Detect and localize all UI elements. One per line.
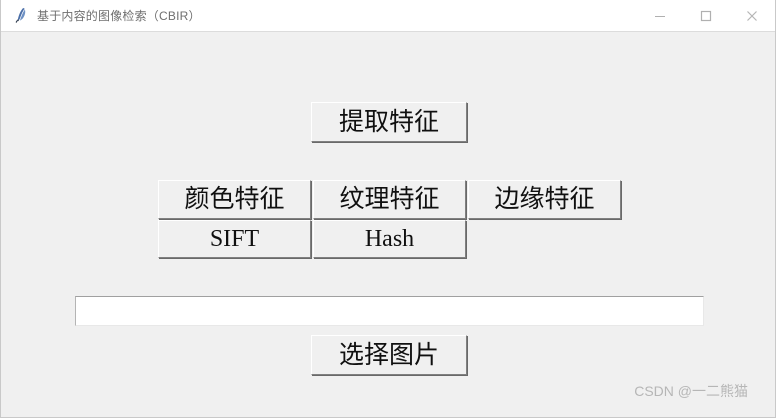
close-button[interactable]: [729, 0, 775, 31]
window-title: 基于内容的图像检索（CBIR）: [37, 9, 201, 23]
csdn-watermark: CSDN @一二熊猫: [634, 383, 748, 399]
title-bar: 基于内容的图像检索（CBIR）: [1, 0, 775, 32]
maximize-button[interactable]: [683, 0, 729, 31]
texture-feature-button[interactable]: 纹理特征: [313, 180, 466, 219]
sift-feature-button[interactable]: SIFT: [158, 220, 311, 258]
extract-features-button[interactable]: 提取特征: [311, 102, 467, 142]
maximize-icon: [700, 10, 712, 21]
color-feature-button[interactable]: 颜色特征: [158, 180, 311, 219]
select-image-button[interactable]: 选择图片: [311, 335, 467, 375]
feather-icon: [15, 7, 26, 23]
client-area: 提取特征 颜色特征 纹理特征 边缘特征 SIFT Hash 选择图片 CSDN …: [1, 32, 775, 417]
minimize-icon: [655, 15, 665, 17]
window-controls: [637, 0, 775, 31]
close-icon: [747, 10, 757, 21]
hash-feature-button[interactable]: Hash: [313, 220, 466, 258]
edge-feature-button[interactable]: 边缘特征: [468, 180, 621, 219]
minimize-button[interactable]: [637, 0, 683, 31]
image-path-input[interactable]: [75, 296, 704, 326]
